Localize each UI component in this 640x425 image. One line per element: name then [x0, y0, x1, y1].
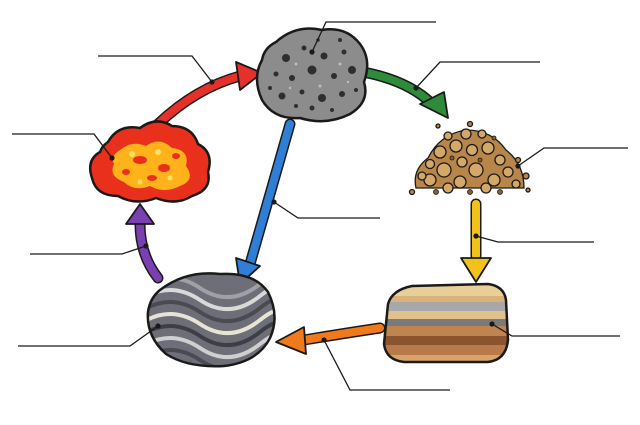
leader-melting-arrow — [30, 245, 147, 255]
leader-cooling-arrow — [98, 55, 213, 83]
leader-anchor-dots — [109, 49, 521, 343]
arrow-heat-and-pressure — [275, 322, 386, 355]
metamorphic-rock — [146, 272, 276, 368]
leader-sedimentary-rock — [491, 323, 620, 337]
leader-sediment — [517, 147, 628, 167]
leader-yellow-arrow — [475, 235, 594, 243]
sediment — [408, 120, 531, 196]
leader-igneous-rock — [311, 21, 436, 53]
leader-weathering-arrow — [415, 61, 540, 89]
arrow-melting — [125, 203, 164, 284]
sedimentary-rock — [382, 282, 510, 364]
arrow-igneous-to-metamorphic — [235, 118, 296, 285]
label-leaders — [12, 21, 628, 391]
leader-magma — [12, 133, 113, 159]
leader-orange-arrow — [323, 339, 450, 391]
leader-metamorphic-rock — [18, 325, 159, 347]
magma — [89, 120, 211, 203]
arrow-cooling — [152, 61, 263, 130]
arrow-weathering-and-erosion — [362, 67, 449, 119]
arrow-compaction-and-cementation — [460, 198, 492, 283]
leader-blue-arrow — [273, 201, 380, 219]
igneous-rock — [255, 27, 369, 123]
